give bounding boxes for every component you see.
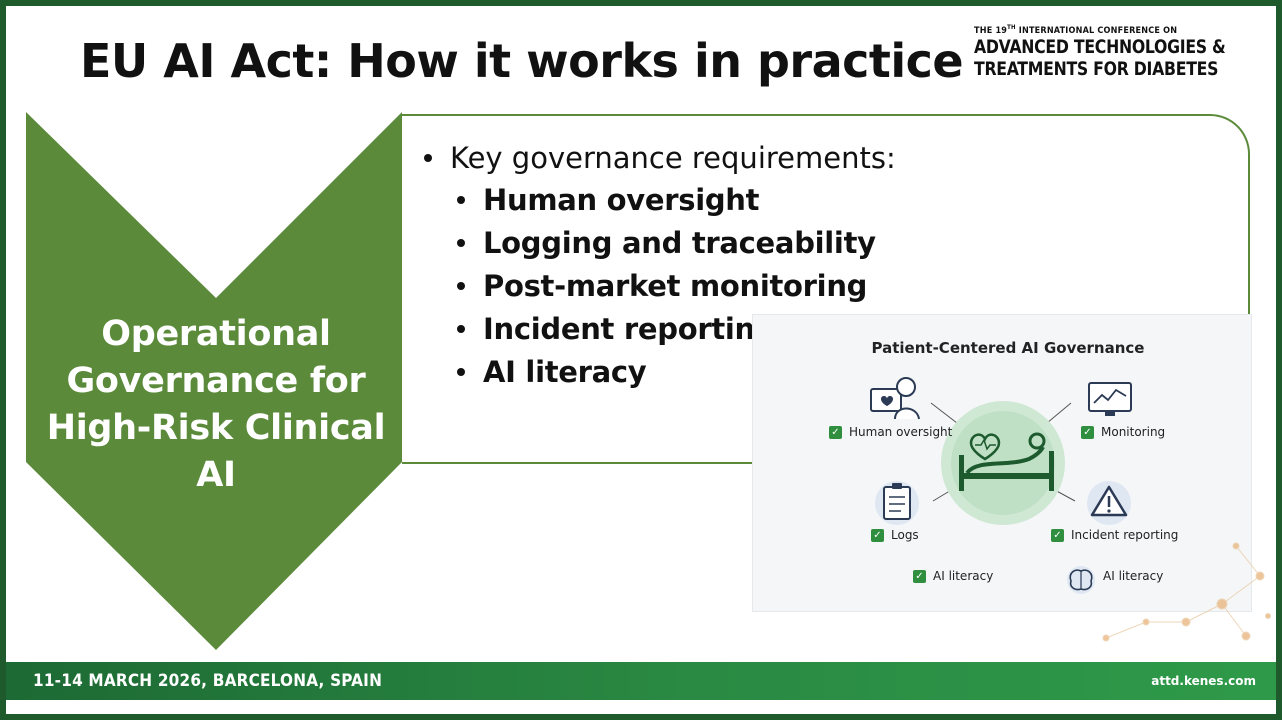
sub-bullet: AI literacy: [457, 350, 896, 393]
chevron-label: Operational Governance for High-Risk Cli…: [28, 311, 404, 499]
bullet-dot-icon: [457, 367, 465, 376]
figure-title: Patient-Centered AI Governance: [871, 339, 1145, 357]
footer-date: 11-14 MARCH 2026, BARCELONA, SPAIN: [33, 671, 383, 691]
bullet-list: Key governance requirements: Human overs…: [424, 138, 896, 393]
chevron-label-line1: Operational: [101, 314, 331, 354]
warning-icon: [1087, 481, 1131, 525]
checkbox-checked-icon: ✓: [1081, 425, 1094, 439]
clipboard-icon: [875, 481, 919, 525]
sub-bullet: Human oversight: [457, 178, 896, 221]
governance-figure: Patient-Centered AI Governance: [752, 314, 1252, 612]
conference-name-line2: TREATMENTS FOR DIABETES: [974, 58, 1219, 80]
conference-name-line1: ADVANCED TECHNOLOGIES &: [974, 36, 1226, 58]
brain-icon: [1067, 566, 1095, 594]
doctor-icon: [870, 377, 920, 420]
connector-line: [930, 402, 958, 424]
patient-bed-icon: [941, 401, 1065, 525]
label-monitoring: ✓Monitoring: [1081, 425, 1165, 439]
bullet-dot-icon: [457, 324, 465, 333]
label-ai-literacy-right: AI literacy: [1103, 569, 1164, 583]
sub-bullet: Incident reporting: [457, 307, 896, 350]
connector-line: [1046, 402, 1072, 424]
chevron-label-line2: Governance for: [66, 361, 366, 401]
checkbox-checked-icon: ✓: [913, 569, 926, 583]
slide-title: EU AI Act: How it works in practice: [80, 34, 964, 88]
lead-bullet: Key governance requirements:: [424, 138, 896, 178]
label-human-oversight: ✓Human oversight: [829, 425, 952, 439]
checkbox-checked-icon: ✓: [871, 528, 884, 542]
bullet-dot-icon: [457, 195, 465, 204]
conference-edition: THE 19TH INTERNATIONAL CONFERENCE ON: [974, 24, 1178, 36]
slide: EU AI Act: How it works in practice THE …: [6, 6, 1276, 714]
chevron-label-line3: High-Risk Clinical AI: [46, 408, 386, 495]
monitor-chart-icon: [1088, 382, 1132, 416]
conference-logo: THE 19TH INTERNATIONAL CONFERENCE ON ADV…: [974, 24, 1274, 80]
label-logs: ✓Logs: [871, 528, 919, 542]
label-ai-literacy-left: ✓AI literacy: [913, 569, 993, 583]
sub-bullet: Logging and traceability: [457, 221, 896, 264]
chevron-shape: [26, 112, 402, 650]
bullet-dot-icon: [457, 238, 465, 247]
footer-url: attd.kenes.com: [1151, 674, 1256, 688]
checkbox-checked-icon: ✓: [829, 425, 842, 439]
figure-graphics: [870, 377, 1132, 594]
bullet-dot-icon: [424, 154, 432, 162]
bullet-dot-icon: [457, 281, 465, 290]
label-incident-reporting: ✓Incident reporting: [1051, 528, 1178, 542]
network-dots-decoration: [1102, 542, 1271, 642]
sub-bullet: Post-market monitoring: [457, 264, 896, 307]
footer-bar: 11-14 MARCH 2026, BARCELONA, SPAIN attd.…: [6, 662, 1276, 700]
checkbox-checked-icon: ✓: [1051, 528, 1064, 542]
